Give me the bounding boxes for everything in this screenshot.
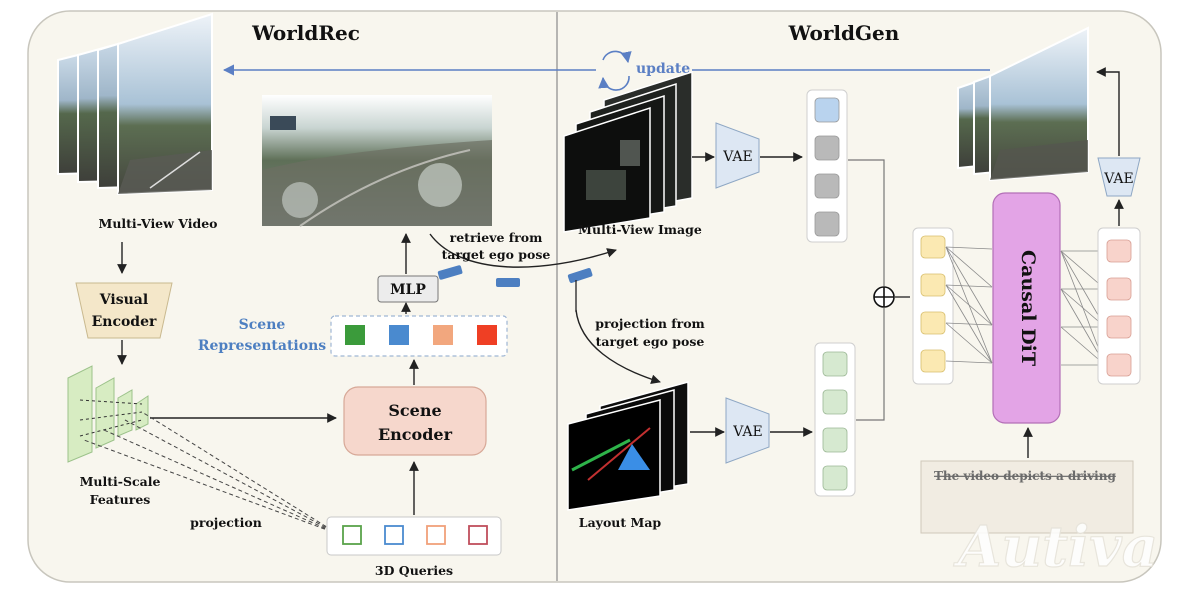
attention-line-in: [945, 246, 993, 250]
image-token-column: [806, 89, 848, 243]
projection-label: projection: [190, 515, 262, 530]
retrieve-curve-arrow: [429, 233, 617, 268]
reconstructed-scene-image: [262, 95, 492, 227]
projection-from-line2: target ego pose: [596, 334, 705, 349]
layout-token-column: [814, 342, 856, 497]
image-latent-token: [814, 211, 840, 237]
layout-latent-token: [822, 465, 848, 491]
scene-repr-line1: Scene: [239, 317, 286, 333]
scene-encoder-line2: Encoder: [378, 425, 453, 444]
layout-map-label: Layout Map: [579, 515, 662, 530]
mlp-box: [377, 275, 439, 303]
causal-dit-box: [992, 192, 1061, 424]
visual-encoder-line1: Visual: [99, 292, 148, 308]
multiview-image-label: Multi-View Image: [578, 222, 702, 237]
scene-representations-container: [330, 315, 508, 357]
visual-encoder-box: [75, 282, 173, 339]
mlp-label: MLP: [390, 282, 426, 298]
scene-token: [389, 325, 409, 345]
projection-dashed-lines: [83, 411, 339, 535]
scene-encoder-box: [343, 386, 487, 456]
input-token-column: [912, 227, 954, 385]
input-token: [920, 349, 946, 373]
vae-layout-encoder: [725, 397, 770, 464]
scene-token: [477, 325, 497, 345]
watermark-logo: Autiva: [953, 514, 1158, 580]
query-token: [426, 525, 446, 545]
queries-label: 3D Queries: [375, 563, 453, 578]
text-prompt-box: [920, 460, 1134, 534]
worldgen-title: WorldGen: [788, 21, 900, 45]
layout-latent-token: [822, 351, 848, 377]
projection-from-line1: projection from: [595, 316, 705, 331]
causal-attention-lines-in: [945, 246, 993, 364]
query-token: [384, 525, 404, 545]
input-token: [920, 311, 946, 335]
image-latent-token: [814, 97, 840, 123]
vae-image-encoder: [715, 122, 760, 189]
attention-line-in: [945, 322, 993, 364]
image-latent-token: [814, 173, 840, 199]
update-cycle-icon: [598, 50, 632, 91]
multiview-video-image: [57, 12, 213, 196]
image-latent-token: [814, 135, 840, 161]
scene-encoder-line1: Scene: [388, 401, 441, 420]
attention-line-in: [945, 322, 993, 326]
scene-repr-line2: Representations: [198, 338, 326, 354]
scene-token: [345, 325, 365, 345]
output-token: [1106, 239, 1132, 263]
output-token: [1106, 277, 1132, 301]
vae-decoder-label: VAE: [1103, 171, 1134, 187]
element-wise-add-icon: [873, 286, 895, 308]
output-token: [1106, 353, 1132, 377]
query-token-row: [342, 525, 488, 545]
input-token-stack: [920, 235, 946, 373]
queries-container: [326, 516, 502, 556]
image-token-stack: [814, 97, 840, 237]
ego-pose-camera-icon: [437, 265, 593, 287]
scene-token-row: [345, 325, 497, 345]
attention-line-in: [945, 284, 993, 326]
vae-decoder: [1097, 157, 1141, 197]
output-token-stack: [1106, 239, 1132, 377]
layout-latent-token: [822, 389, 848, 415]
generated-multiview-video: [957, 26, 1089, 182]
multiscale-label-line1: Multi-Scale: [80, 474, 161, 489]
retrieve-label-line2: target ego pose: [442, 247, 551, 262]
multiscale-feature-pyramid: [67, 365, 149, 463]
text-prompt-text: The video depicts a driving: [934, 469, 1116, 483]
query-token: [342, 525, 362, 545]
layout-token-stack: [822, 351, 848, 491]
arrow-vae-to-output-video: [1096, 67, 1120, 156]
layout-latent-token: [822, 427, 848, 453]
update-label: update: [636, 61, 690, 77]
vae-layout-label: VAE: [732, 424, 763, 440]
multiview-image-stack: [563, 70, 693, 233]
layout-map-stack: [567, 381, 689, 511]
retrieve-label-line1: retrieve from: [450, 230, 543, 245]
projection-curve-arrow: [575, 309, 661, 385]
output-token-column: [1097, 227, 1141, 385]
causal-dit-label: Causal DiT: [1017, 250, 1039, 366]
worldrec-title: WorldRec: [251, 21, 360, 45]
input-token: [920, 273, 946, 297]
image-token-merge-line: [848, 159, 885, 286]
vae-image-label: VAE: [722, 149, 753, 165]
multiview-video-label: Multi-View Video: [98, 216, 217, 231]
attention-line-in: [945, 284, 993, 288]
query-token: [468, 525, 488, 545]
attention-line-in: [945, 246, 993, 288]
input-token: [920, 235, 946, 259]
scene-token: [433, 325, 453, 345]
visual-encoder-line2: Encoder: [92, 314, 157, 330]
attention-line-in: [945, 360, 993, 364]
layout-token-merge-line: [856, 308, 885, 421]
multiscale-label-line2: Features: [90, 492, 151, 507]
output-token: [1106, 315, 1132, 339]
